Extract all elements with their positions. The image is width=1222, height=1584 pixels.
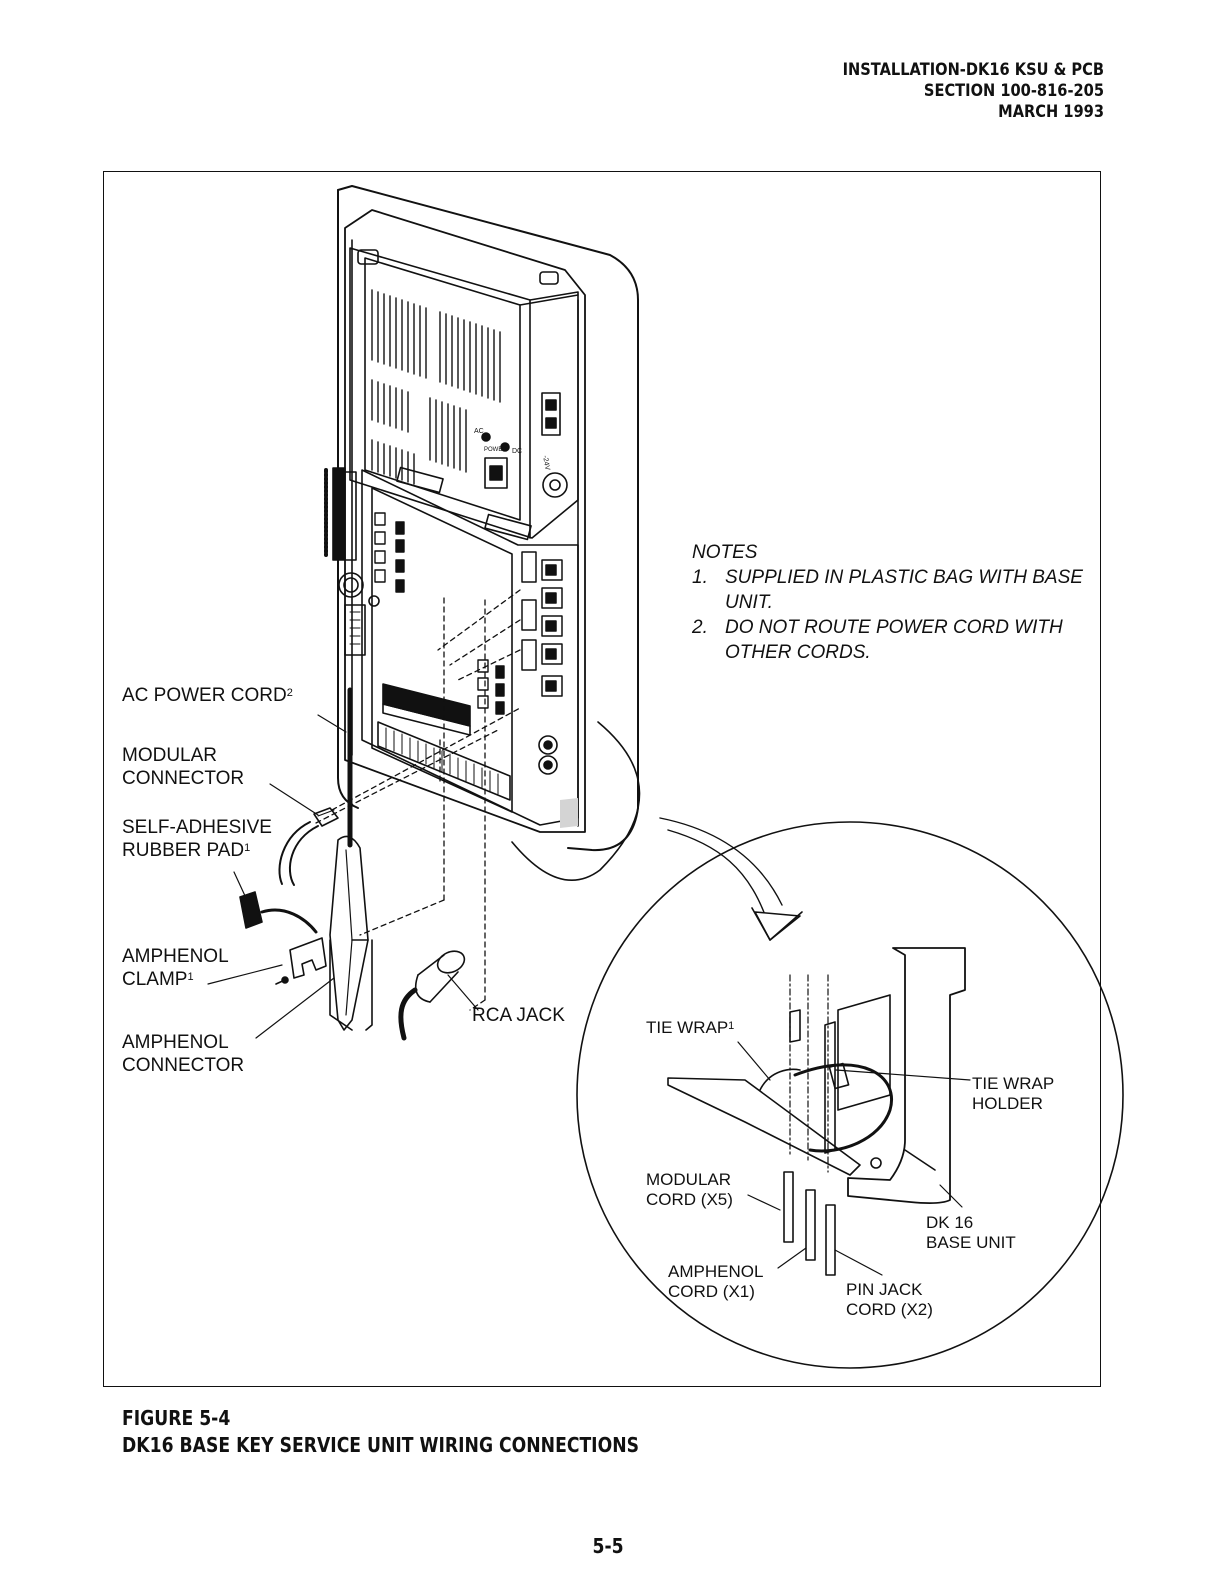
- label-base-unit: DK 16 BASE UNIT: [926, 1213, 1016, 1252]
- header-date: MARCH 1993: [998, 102, 1104, 122]
- figure-number: FIGURE 5-4: [122, 1406, 231, 1430]
- power-dc-label: DC: [512, 448, 523, 455]
- header-doc-title: INSTALLATION-DK16 KSU & PCB: [842, 60, 1104, 80]
- zoom-arrow: [659, 817, 803, 941]
- exploded-guides: [315, 589, 521, 1011]
- label-amphenol-connector: AMPHENOL CONNECTOR: [122, 1032, 245, 1076]
- figure-title: DK16 BASE KEY SERVICE UNIT WIRING CONNEC…: [122, 1433, 639, 1457]
- label-amphenol-cord: AMPHENOL CORD (X1): [668, 1262, 764, 1301]
- label-rubber-pad: SELF-ADHESIVE RUBBER PAD1: [122, 817, 272, 861]
- page-number: 5-5: [592, 1534, 624, 1558]
- magnified-view: [576, 821, 1124, 1369]
- power-switch-label: POWER: [484, 447, 507, 453]
- note-item: 1. SUPPLIED IN PLASTIC BAG WITH BASE UNI…: [692, 567, 1083, 613]
- label-modular-cord: MODULAR CORD (X5): [646, 1170, 733, 1209]
- modular-connector-part: [278, 807, 339, 886]
- label-modular-connector: MODULAR CONNECTOR: [122, 745, 245, 789]
- rca-jack-part: [398, 950, 466, 1041]
- label-rca-jack: RCA JACK: [472, 1005, 565, 1026]
- power-ac-label: AC: [474, 428, 484, 435]
- amphenol-clamp-part: [275, 937, 327, 985]
- label-ac-power-cord: AC POWER CORD2: [122, 685, 293, 706]
- note-item: 2. DO NOT ROUTE POWER CORD WITH OTHER CO…: [692, 617, 1063, 663]
- ksu-cabinet: [324, 185, 641, 881]
- notes-title: NOTES: [692, 542, 758, 563]
- rubber-pad-part: [239, 891, 318, 934]
- leader-lines: [207, 714, 479, 1039]
- notes-block: NOTES 1. SUPPLIED IN PLASTIC BAG WITH BA…: [692, 540, 1085, 665]
- label-amphenol-clamp: AMPHENOL CLAMP1: [122, 946, 229, 990]
- label-pin-jack-cord: PIN JACK CORD (X2): [846, 1280, 933, 1319]
- label-tie-wrap: TIE WRAP1: [646, 1018, 735, 1037]
- figure-frame: [103, 171, 1101, 1387]
- amphenol-connector-part: [329, 835, 373, 1031]
- header-section: SECTION 100-816-205: [923, 81, 1104, 101]
- label-tie-wrap-holder: TIE WRAP HOLDER: [972, 1074, 1055, 1113]
- figure-caption: FIGURE 5-4 DK16 BASE KEY SERVICE UNIT WI…: [122, 1405, 639, 1459]
- page-header: INSTALLATION-DK16 KSU & PCB SECTION 100-…: [843, 60, 1104, 123]
